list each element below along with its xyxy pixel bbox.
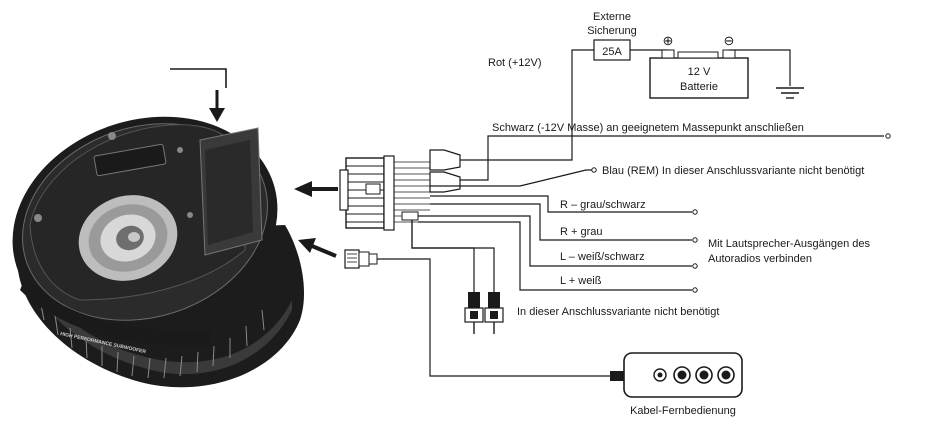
cable-remote-control xyxy=(610,352,743,398)
speaker-note-line1: Mit Lautsprecher-Ausgängen des xyxy=(708,238,871,250)
battery-box xyxy=(649,57,749,99)
main-connector xyxy=(339,155,395,231)
wire-red-label: Rot (+12V) xyxy=(488,57,542,69)
fuse-title-line1: Externe xyxy=(593,11,631,23)
battery-plus-icon: ⊕ xyxy=(663,33,674,48)
ground-icon xyxy=(776,87,804,99)
wire-r-plus-label: R + grau xyxy=(560,226,603,238)
battery-name: Batterie xyxy=(680,81,718,93)
arrow-diagonal-icon xyxy=(298,238,337,258)
battery-voltage: 12 V xyxy=(688,66,711,78)
subwoofer-unit: HIGH PERFORMANCE SUBWOOFER xyxy=(12,116,305,388)
speaker-note-line2: Autoradios verbinden xyxy=(708,253,812,265)
down-arrow-icon xyxy=(209,90,225,122)
remote-label: Kabel-Fernbedienung xyxy=(630,405,736,417)
arrow-left-icon xyxy=(294,181,338,197)
fuse-title-line2: Sicherung xyxy=(587,25,637,37)
wire-blue-label: Blau (REM) In dieser Anschlussvariante n… xyxy=(602,165,864,177)
wire-black-label: Schwarz (-12V Masse) an geeignetem Masse… xyxy=(492,122,804,134)
terminal-connectors xyxy=(401,149,461,221)
wire-r-minus-label: R – grau/schwarz xyxy=(560,199,646,211)
rca-plug-left xyxy=(464,292,484,334)
rca-note: In dieser Anschlussvariante nicht benöti… xyxy=(517,306,719,318)
wire-l-minus-label: L – weiß/schwarz xyxy=(560,251,645,263)
rca-plug-right xyxy=(484,292,504,334)
wire-l-plus-label: L + weiß xyxy=(560,275,602,287)
battery-minus-icon: ⊖ xyxy=(724,33,735,48)
fuse-rating: 25A xyxy=(602,46,622,58)
rj-plug xyxy=(344,249,378,269)
allen-key-icon xyxy=(170,68,227,88)
